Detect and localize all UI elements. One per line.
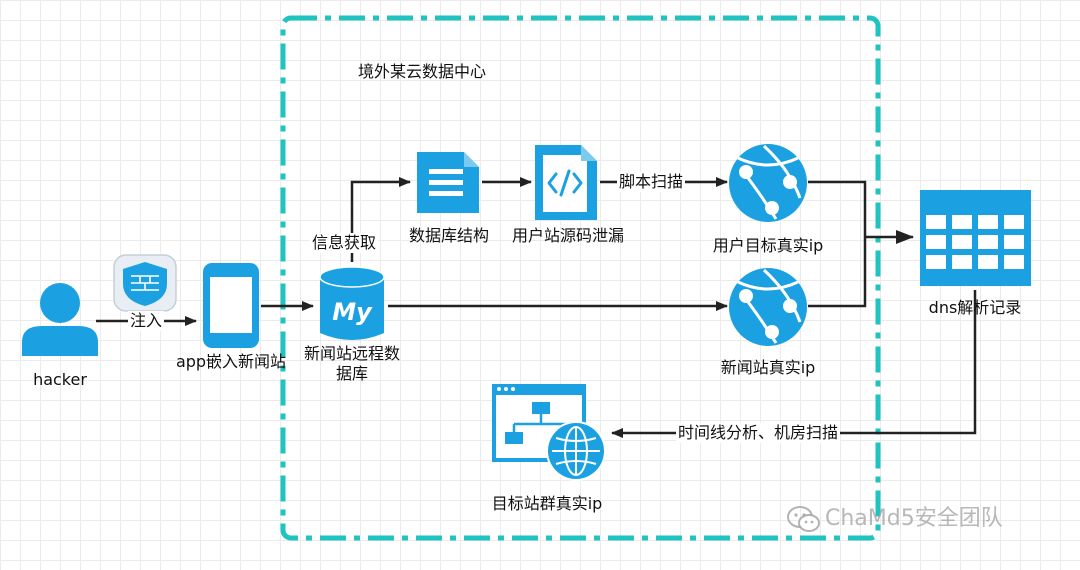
node-label-source-leak: 用户站源码泄漏 bbox=[511, 226, 624, 245]
node-label-news-ip: 新闻站真实ip bbox=[720, 358, 816, 377]
region-title: 境外某云数据中心 bbox=[358, 62, 487, 81]
dns-table-icon bbox=[920, 190, 1031, 286]
document-icon bbox=[417, 152, 479, 213]
mobile-phone-icon bbox=[203, 263, 259, 348]
hacker-user-icon bbox=[22, 283, 98, 356]
watermark-text: ChaMd5安全团队 bbox=[825, 506, 1003, 531]
datacenter-region bbox=[280, 15, 881, 541]
edge-label-info-fetch: 信息获取 bbox=[310, 233, 379, 253]
node-label-dns: dns解析记录 bbox=[928, 298, 1022, 317]
code-file-icon bbox=[535, 145, 597, 220]
mysql-database-icon: My bbox=[319, 266, 385, 340]
node-label-hacker: hacker bbox=[33, 370, 87, 389]
edge-userip-dns bbox=[808, 180, 867, 237]
wechat-icon bbox=[787, 506, 820, 532]
news-ip-globe-icon bbox=[729, 268, 807, 346]
site-group-globe-icon bbox=[546, 421, 606, 481]
shield-firewall-icon bbox=[113, 254, 177, 312]
user-target-ip-globe-icon bbox=[729, 144, 807, 222]
edge-label-timeline: 时间线分析、机房扫描 bbox=[676, 423, 841, 443]
svg-text:My: My bbox=[332, 298, 373, 326]
node-label-target-group-ip: 目标站群真实ip bbox=[491, 494, 603, 513]
node-label-user-target-ip: 用户目标真实ip bbox=[712, 236, 824, 255]
node-label-app: app嵌入新闻站 bbox=[175, 352, 287, 371]
edge-label-script-scan: 脚本扫描 bbox=[617, 172, 686, 192]
node-label-db-structure: 数据库结构 bbox=[408, 226, 489, 245]
edge-label-inject: 注入 bbox=[128, 311, 165, 331]
node-label-remote-db: 新闻站远程数据库 bbox=[303, 344, 400, 383]
edge-newsip-dns bbox=[808, 237, 867, 308]
